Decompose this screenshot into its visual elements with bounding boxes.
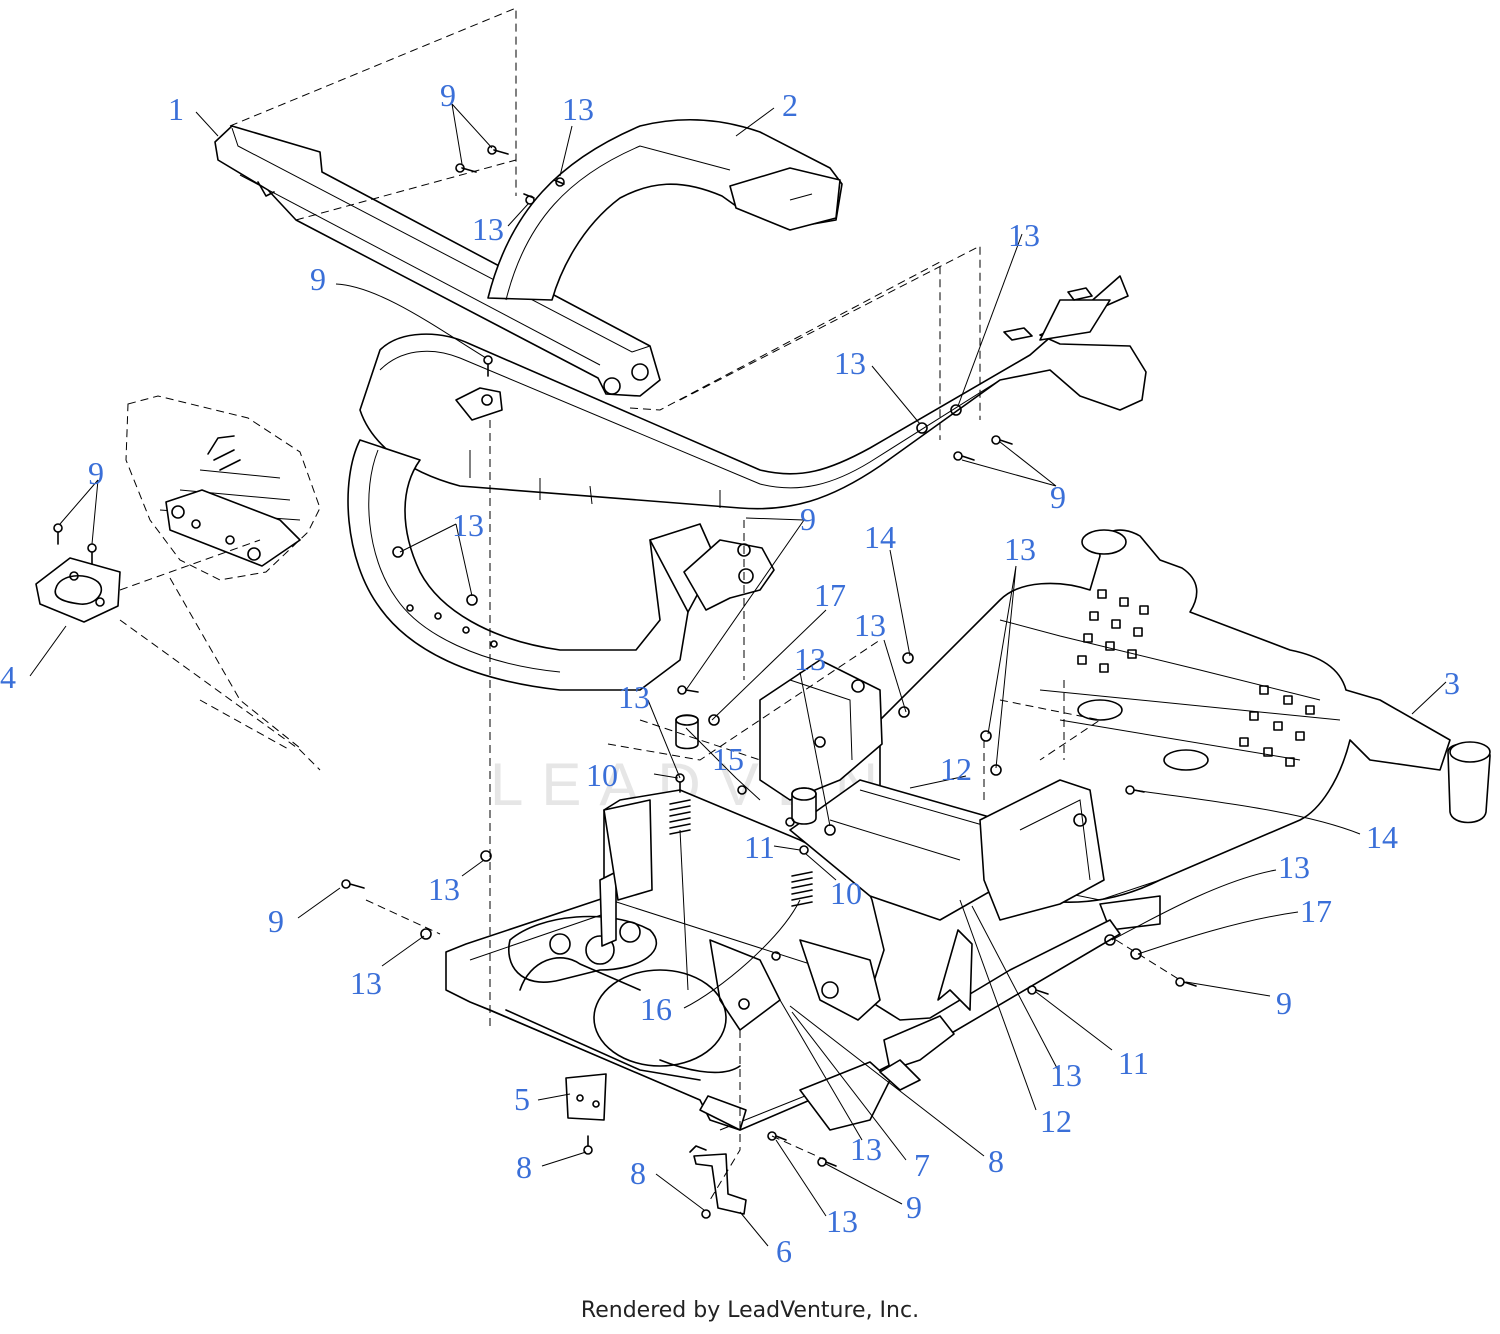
part-deck-frame [445, 789, 1121, 1131]
callout-2[interactable]: 2 [782, 87, 798, 123]
callout-9-bumper[interactable]: 9 [310, 261, 326, 297]
render-credit: Rendered by LeadVenture, Inc. [580, 1298, 920, 1323]
callout-1[interactable]: 1 [168, 91, 184, 127]
callout-4[interactable]: 4 [0, 659, 16, 695]
callout-7[interactable]: 7 [914, 1147, 930, 1183]
callout-13-deck[interactable]: 13 [428, 871, 460, 907]
callout-8-center[interactable]: 8 [988, 1143, 1004, 1179]
callout-12-upper[interactable]: 12 [940, 751, 972, 787]
callout-13-top[interactable]: 13 [562, 91, 594, 127]
callout-10-upper[interactable]: 10 [586, 757, 618, 793]
callout-13-center-left[interactable]: 13 [618, 679, 650, 715]
callout-13-top-right[interactable]: 13 [1008, 217, 1040, 253]
callout-13-mid-right[interactable]: 13 [834, 345, 866, 381]
leader-lines [29, 103, 1447, 1247]
callout-9-center[interactable]: 9 [800, 501, 816, 537]
assembly-lines [229, 7, 1181, 1201]
callout-3[interactable]: 3 [1444, 665, 1460, 701]
callout-6[interactable]: 6 [776, 1233, 792, 1269]
part-springs [669, 799, 813, 907]
callout-13-bottom-left[interactable]: 13 [826, 1203, 858, 1239]
callout-9-top[interactable]: 9 [440, 77, 456, 113]
callout-5[interactable]: 5 [514, 1081, 530, 1117]
part-hinge-plate [35, 395, 321, 771]
callout-8-left[interactable]: 8 [516, 1149, 532, 1185]
callout-13-plate[interactable]: 13 [854, 607, 886, 643]
callout-13-bottom[interactable]: 13 [850, 1131, 882, 1167]
callout-14-right[interactable]: 14 [1366, 819, 1398, 855]
callout-8-bracket[interactable]: 8 [630, 1155, 646, 1191]
part-bumper-bar [214, 125, 661, 397]
callout-13-rear[interactable]: 13 [1278, 849, 1310, 885]
part-rops-hoop [347, 118, 1147, 691]
callout-16[interactable]: 16 [640, 991, 672, 1027]
callout-9-hinge[interactable]: 9 [88, 455, 104, 491]
callout-13-right-high[interactable]: 13 [1004, 531, 1036, 567]
callout-17-upper[interactable]: 17 [814, 577, 846, 613]
callout-12-lower[interactable]: 12 [1040, 1103, 1072, 1139]
callout-11-center[interactable]: 11 [744, 829, 775, 865]
callout-17-rear[interactable]: 17 [1300, 893, 1332, 929]
callout-11-right[interactable]: 11 [1118, 1045, 1149, 1081]
callout-13-center[interactable]: 13 [794, 641, 826, 677]
callout-9-bottom[interactable]: 9 [906, 1189, 922, 1225]
callout-13-rear-low[interactable]: 13 [1050, 1057, 1082, 1093]
callout-13-left[interactable]: 13 [350, 965, 382, 1001]
callout-9-rear[interactable]: 9 [1276, 985, 1292, 1021]
callout-9-left[interactable]: 9 [268, 903, 284, 939]
callout-13-top-left[interactable]: 13 [472, 211, 504, 247]
part-center-brackets [565, 659, 1105, 1215]
callout-15[interactable]: 15 [712, 741, 744, 777]
callout-13-hoop[interactable]: 13 [452, 507, 484, 543]
callout-10-lower[interactable]: 10 [830, 875, 862, 911]
callouts: 1 2 3 4 5 6 7 8 8 8 9 9 9 9 9 9 9 9 10 1… [0, 77, 1460, 1269]
callout-9-right[interactable]: 9 [1050, 479, 1066, 515]
callout-14-upper[interactable]: 14 [864, 519, 896, 555]
